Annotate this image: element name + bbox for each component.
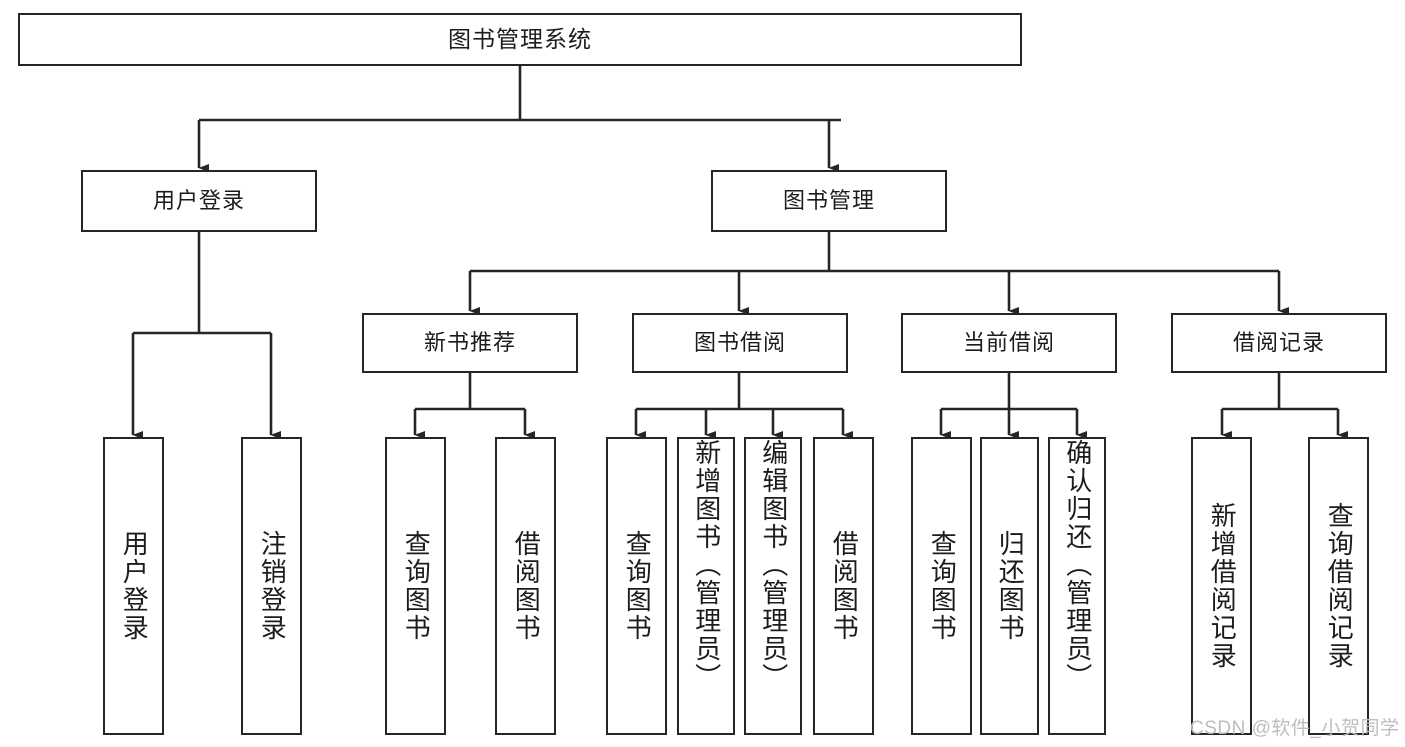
- leaf-add-borrow-record[interactable]: 新增借阅记录: [1191, 437, 1252, 735]
- node-current-borrow[interactable]: 当前借阅: [901, 313, 1117, 373]
- node-label: 图书管理系统: [448, 26, 592, 52]
- node-label: 用户登录: [119, 530, 150, 642]
- leaf-user-login[interactable]: 用户登录: [103, 437, 164, 735]
- leaf-query-book-recommend[interactable]: 查询图书: [385, 437, 446, 735]
- leaf-query-book-current[interactable]: 查询图书: [911, 437, 972, 735]
- leaf-confirm-return-admin[interactable]: 确认归还（管理员）: [1048, 437, 1106, 735]
- node-label: 归还图书: [995, 530, 1026, 642]
- node-label: 借阅图书: [829, 530, 860, 642]
- leaf-return-book[interactable]: 归还图书: [980, 437, 1039, 735]
- leaf-borrow-book-recommend[interactable]: 借阅图书: [495, 437, 556, 735]
- node-book-management[interactable]: 图书管理: [711, 170, 947, 232]
- leaf-logout[interactable]: 注销登录: [241, 437, 302, 735]
- node-book-borrow[interactable]: 图书借阅: [632, 313, 848, 373]
- node-user-login[interactable]: 用户登录: [81, 170, 317, 232]
- node-new-book-recommend[interactable]: 新书推荐: [362, 313, 578, 373]
- node-label: 借阅图书: [511, 530, 542, 642]
- csdn-watermark: CSDN @软件_小贺同学: [1190, 718, 1400, 739]
- leaf-query-book-borrow[interactable]: 查询图书: [606, 437, 667, 735]
- node-label: 新书推荐: [423, 330, 516, 355]
- node-label: 借阅记录: [1232, 330, 1325, 355]
- node-label: 注销登录: [257, 530, 288, 642]
- node-label: 查询借阅记录: [1324, 502, 1355, 670]
- node-label: 新增图书（管理员）: [691, 439, 722, 691]
- node-label: 当前借阅: [962, 330, 1055, 355]
- node-root-system[interactable]: 图书管理系统: [18, 13, 1022, 66]
- leaf-add-book-admin[interactable]: 新增图书（管理员）: [677, 437, 735, 735]
- node-label: 查询图书: [401, 530, 432, 642]
- node-borrow-record[interactable]: 借阅记录: [1171, 313, 1387, 373]
- node-label: 用户登录: [152, 188, 245, 213]
- node-label: 查询图书: [927, 530, 958, 642]
- node-label: 确认归还（管理员）: [1062, 439, 1093, 691]
- node-label: 新增借阅记录: [1207, 502, 1238, 670]
- node-label: 图书管理: [782, 188, 875, 213]
- leaf-query-borrow-record[interactable]: 查询借阅记录: [1308, 437, 1369, 735]
- leaf-borrow-book[interactable]: 借阅图书: [813, 437, 874, 735]
- node-label: 图书借阅: [693, 330, 786, 355]
- leaf-edit-book-admin[interactable]: 编辑图书（管理员）: [744, 437, 802, 735]
- node-label: 查询图书: [622, 530, 653, 642]
- node-label: 编辑图书（管理员）: [758, 439, 789, 691]
